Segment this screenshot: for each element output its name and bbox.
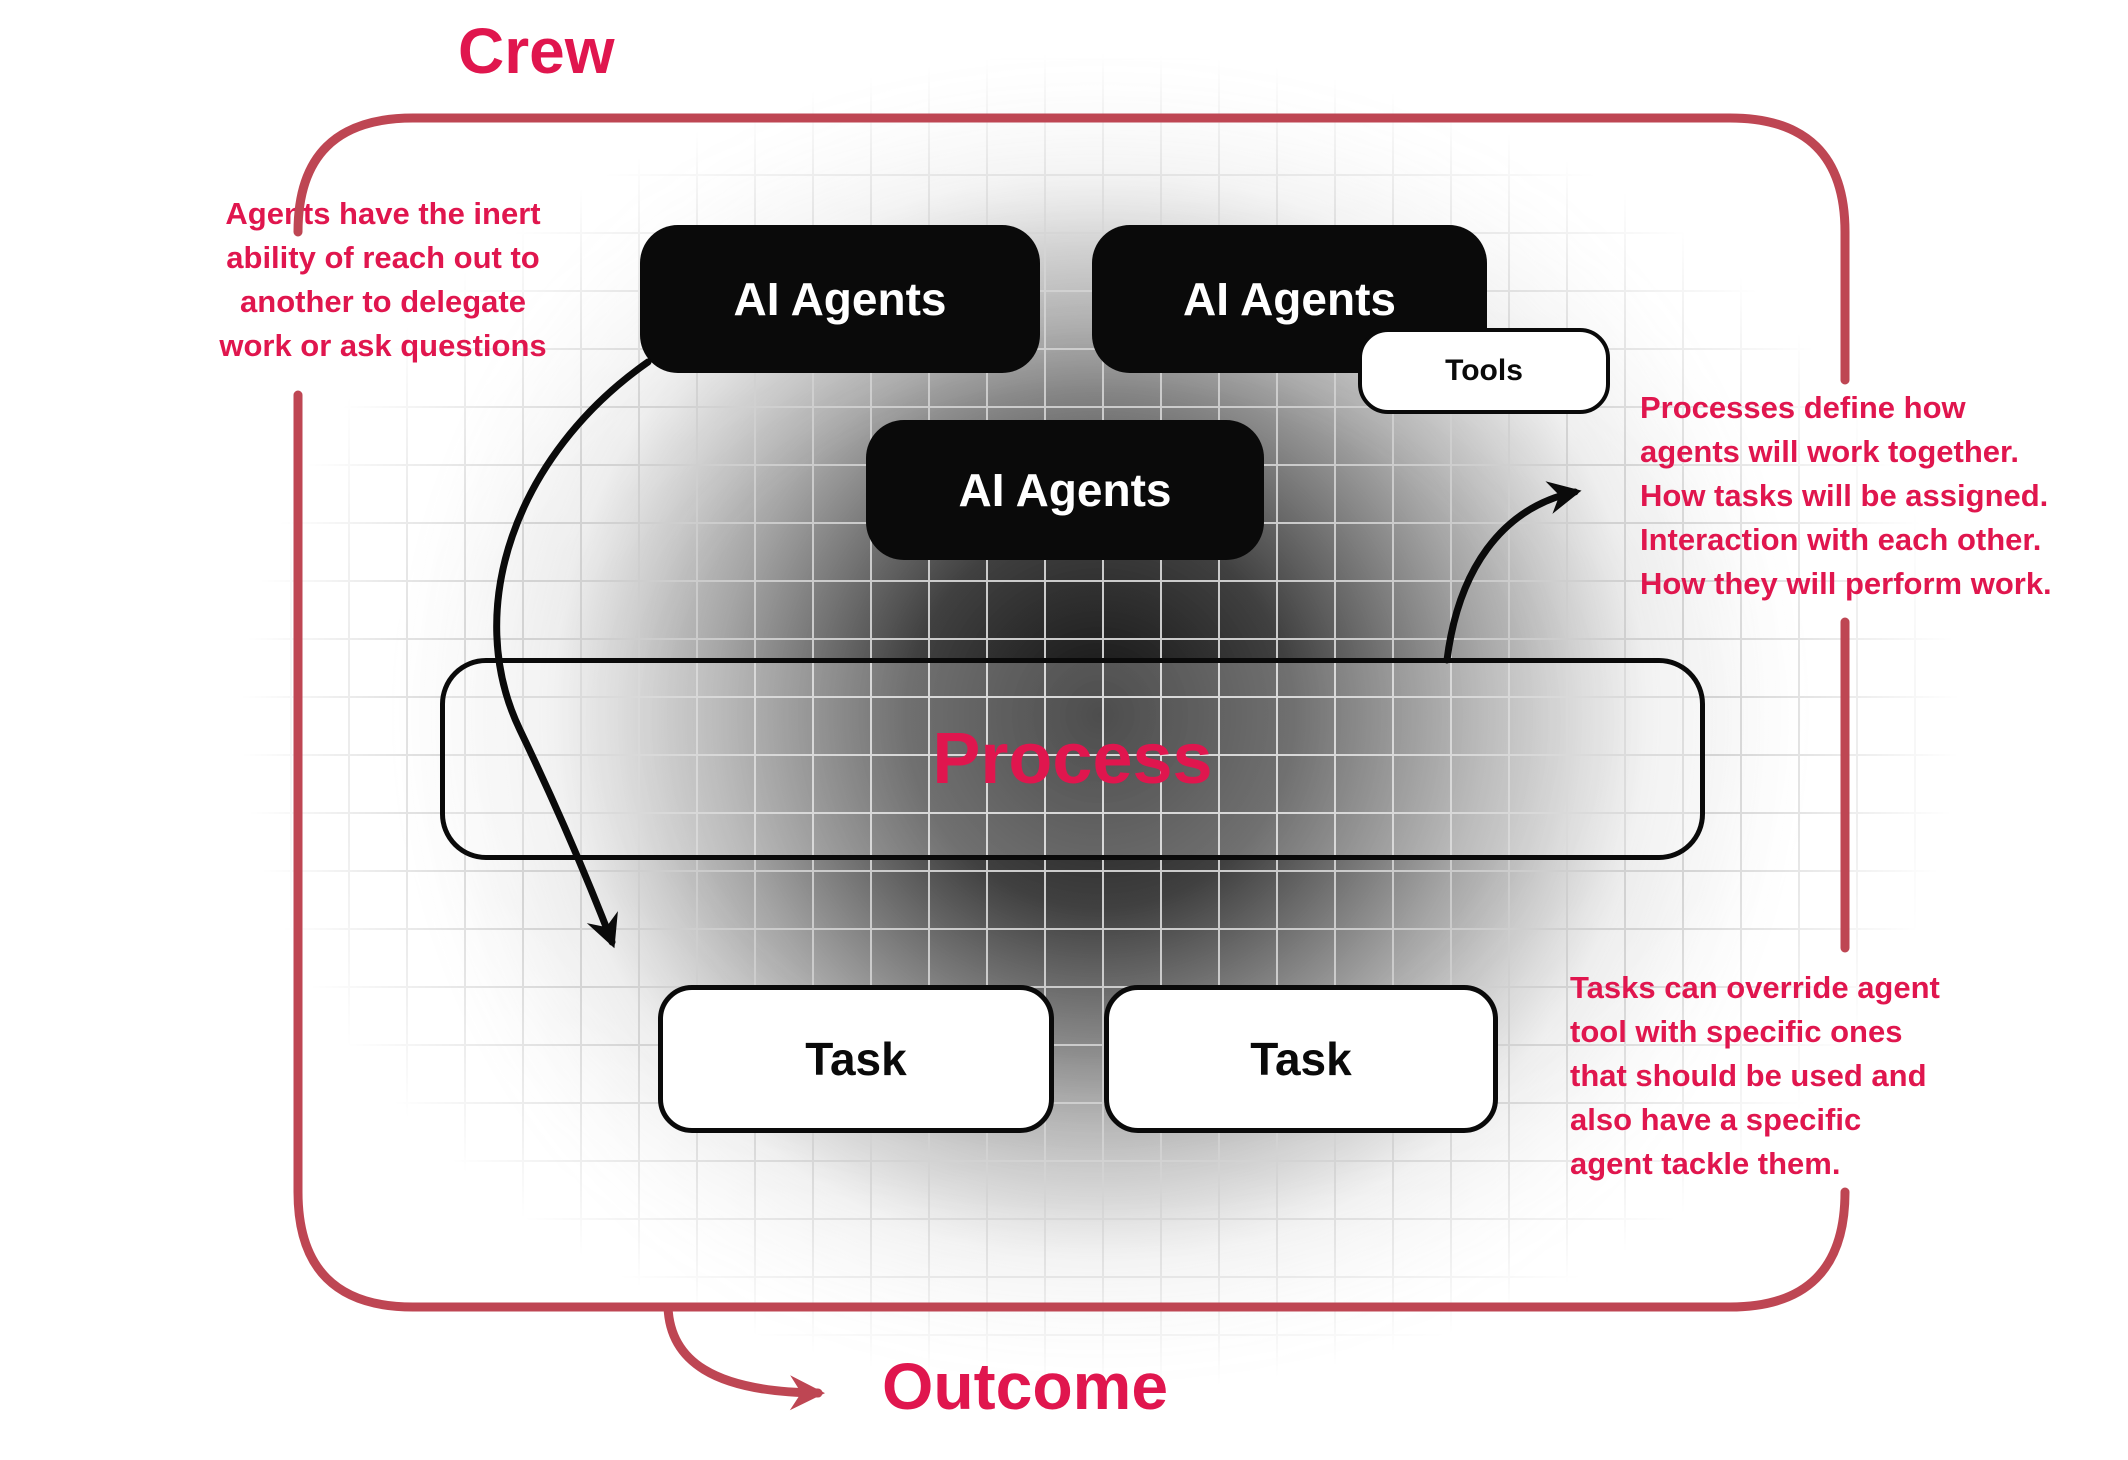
outcome-title: Outcome [882, 1349, 1169, 1423]
task-box-1: Task [658, 985, 1054, 1133]
annotation-task-override: Tasks can override agent tool with speci… [1570, 970, 1940, 1182]
process-box: Process [440, 658, 1705, 860]
ai-agents-box-1: AI Agents [640, 225, 1040, 373]
annotation-agents-delegate: Agents have the inert ability of reach o… [219, 196, 547, 364]
crew-title: Crew [458, 15, 615, 87]
task-label-1: Task [805, 1033, 907, 1085]
annotation-process-definition: Processes define how agents will work to… [1640, 390, 2052, 602]
ai-agents-label-1: AI Agents [733, 273, 947, 325]
process-label: Process [932, 719, 1213, 799]
ai-agents-label-2: AI Agents [1183, 273, 1396, 325]
task-box-2: Task [1104, 985, 1498, 1133]
task-label-2: Task [1250, 1033, 1352, 1085]
tools-pill: Tools [1358, 328, 1610, 414]
ai-agents-box-3: AI Agents [866, 420, 1264, 560]
tools-label: Tools [1445, 354, 1523, 387]
ai-agents-label-3: AI Agents [958, 464, 1172, 516]
